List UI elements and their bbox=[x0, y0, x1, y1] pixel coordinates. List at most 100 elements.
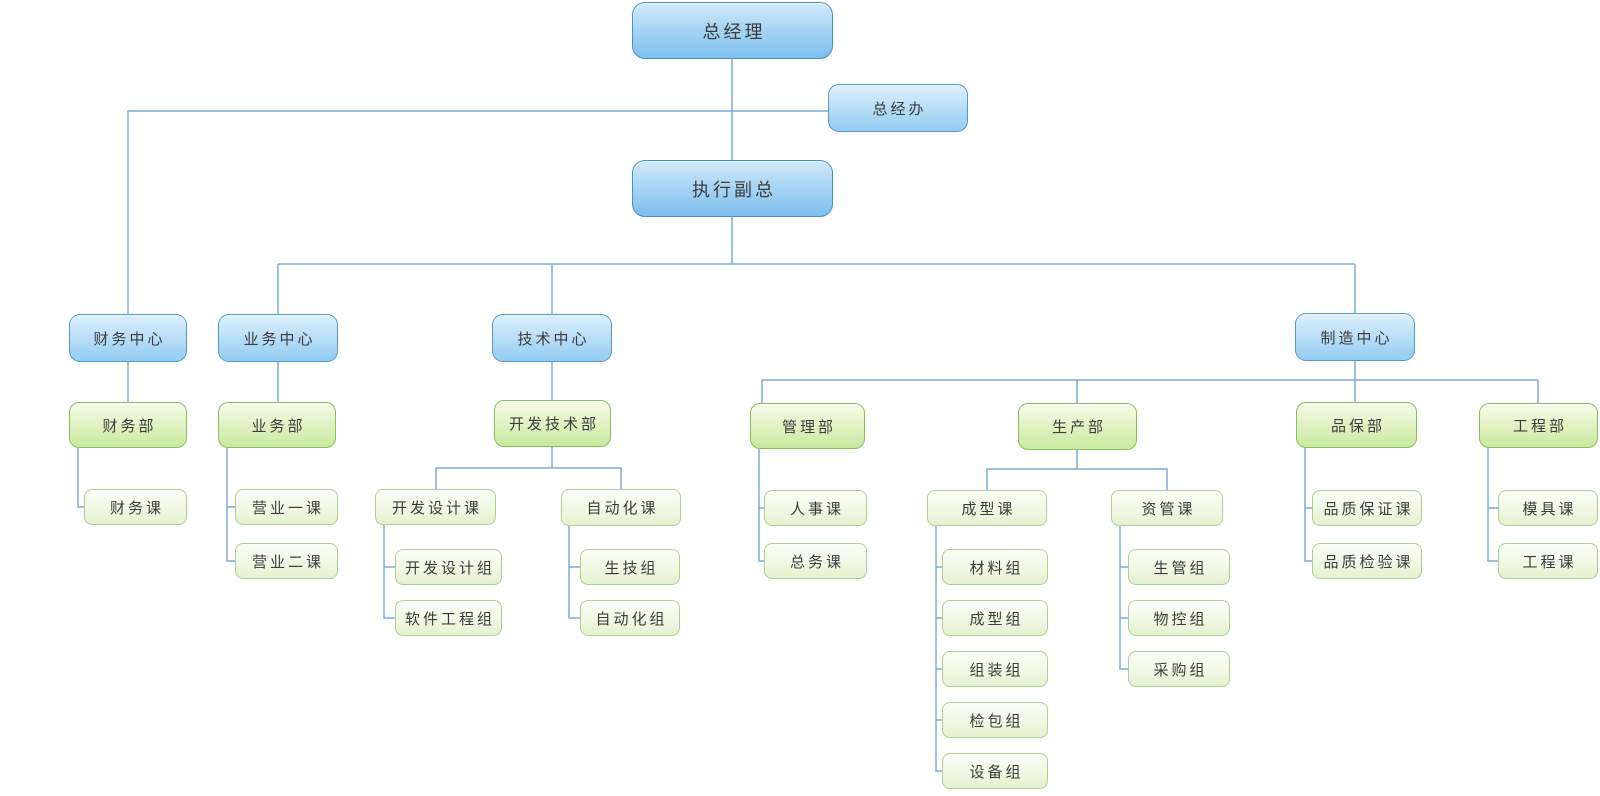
connector-line bbox=[1077, 468, 1168, 490]
node-resource-mgmt-section[interactable]: 资管课 bbox=[1111, 490, 1223, 526]
connector-line bbox=[552, 467, 622, 489]
connector-line bbox=[568, 526, 580, 568]
node-label-devdesign-group: 开发设计组 bbox=[404, 559, 495, 577]
node-label-qa-dept: 品保部 bbox=[1330, 417, 1385, 435]
node-engineering-section[interactable]: 工程课 bbox=[1498, 543, 1598, 579]
node-label-ceo: 总经理 bbox=[702, 21, 766, 42]
node-automation-group[interactable]: 自动化组 bbox=[580, 600, 680, 636]
node-label-gm-office: 总经办 bbox=[872, 100, 927, 118]
node-mfg-center[interactable]: 制造中心 bbox=[1295, 313, 1415, 361]
node-label-finance-dept: 财务部 bbox=[102, 417, 157, 435]
node-engineering-dept[interactable]: 工程部 bbox=[1479, 403, 1598, 448]
node-sales-section-1[interactable]: 营业一课 bbox=[235, 489, 338, 525]
node-finance-dept[interactable]: 财务部 bbox=[69, 402, 187, 448]
node-qa-dept[interactable]: 品保部 bbox=[1296, 402, 1417, 448]
connector-line bbox=[1487, 448, 1498, 509]
connector-line bbox=[1119, 526, 1128, 568]
node-label-quality-inspection-section: 品质检验课 bbox=[1323, 553, 1414, 571]
node-label-prodtech-group: 生技组 bbox=[604, 559, 659, 577]
node-devtech-dept[interactable]: 开发技术部 bbox=[494, 400, 611, 447]
node-hr-section[interactable]: 人事课 bbox=[764, 490, 867, 526]
node-general-affairs-section[interactable]: 总务课 bbox=[764, 543, 867, 579]
connector-line bbox=[1119, 567, 1128, 619]
node-label-software-eng-group: 软件工程组 bbox=[404, 610, 495, 628]
connector-line bbox=[435, 447, 553, 489]
connector-line bbox=[935, 720, 942, 772]
node-label-finance-section: 财务课 bbox=[109, 499, 164, 517]
node-label-inspect-pack-group: 检包组 bbox=[969, 712, 1024, 730]
node-prodtech-group[interactable]: 生技组 bbox=[580, 549, 680, 585]
connector-line bbox=[127, 110, 828, 314]
connector-line bbox=[383, 525, 395, 568]
connector-line bbox=[1487, 508, 1498, 562]
node-label-molding-section: 成型课 bbox=[961, 500, 1016, 518]
node-devdesign-group[interactable]: 开发设计组 bbox=[395, 549, 502, 585]
node-ceo[interactable]: 总经理 bbox=[632, 2, 833, 59]
node-software-eng-group[interactable]: 软件工程组 bbox=[395, 600, 502, 636]
connector-line bbox=[986, 450, 1078, 490]
connector-line bbox=[77, 448, 84, 508]
node-assembly-group[interactable]: 组装组 bbox=[942, 651, 1048, 687]
node-quality-inspection-section[interactable]: 品质检验课 bbox=[1312, 543, 1422, 579]
node-business-dept[interactable]: 业务部 bbox=[218, 402, 336, 448]
node-label-purchasing-group: 采购组 bbox=[1153, 661, 1208, 679]
connector-line bbox=[383, 567, 395, 619]
node-label-equipment-group: 设备组 bbox=[969, 763, 1024, 781]
connector-line bbox=[226, 448, 235, 508]
node-devdesign-section[interactable]: 开发设计课 bbox=[375, 489, 496, 525]
node-material-group[interactable]: 材料组 bbox=[942, 549, 1048, 585]
node-business-center[interactable]: 业务中心 bbox=[218, 314, 338, 362]
node-sales-section-2[interactable]: 营业二课 bbox=[235, 543, 338, 579]
node-production-dept[interactable]: 生产部 bbox=[1018, 403, 1137, 450]
node-admin-dept[interactable]: 管理部 bbox=[750, 403, 865, 449]
node-label-quality-assurance-section: 品质保证课 bbox=[1323, 500, 1414, 518]
connector-line bbox=[758, 508, 764, 562]
node-label-material-control-group: 物控组 bbox=[1153, 610, 1208, 628]
node-material-control-group[interactable]: 物控组 bbox=[1128, 600, 1230, 636]
node-label-finance-center: 财务中心 bbox=[93, 330, 166, 348]
node-purchasing-group[interactable]: 采购组 bbox=[1128, 651, 1230, 687]
node-inspect-pack-group[interactable]: 检包组 bbox=[942, 702, 1048, 738]
node-label-material-group: 材料组 bbox=[969, 559, 1024, 577]
node-molding-group[interactable]: 成型组 bbox=[942, 600, 1048, 636]
node-label-production-dept: 生产部 bbox=[1051, 419, 1106, 436]
node-label-admin-dept: 管理部 bbox=[781, 418, 836, 436]
node-label-exec-vp: 执行副总 bbox=[692, 179, 776, 200]
node-quality-assurance-section[interactable]: 品质保证课 bbox=[1312, 490, 1422, 526]
node-label-business-center: 业务中心 bbox=[243, 330, 316, 348]
node-label-engineering-dept: 工程部 bbox=[1512, 418, 1567, 435]
node-equipment-group[interactable]: 设备组 bbox=[942, 753, 1048, 789]
node-label-hr-section: 人事课 bbox=[789, 500, 844, 518]
node-label-assembly-group: 组装组 bbox=[969, 661, 1024, 679]
node-label-mfg-center: 制造中心 bbox=[1320, 329, 1393, 347]
node-label-mold-section: 模具课 bbox=[1522, 500, 1577, 518]
node-tech-center[interactable]: 技术中心 bbox=[492, 314, 612, 362]
connector-line bbox=[1119, 618, 1128, 670]
connector-line bbox=[568, 567, 580, 619]
node-exec-vp[interactable]: 执行副总 bbox=[632, 160, 833, 217]
connector-line bbox=[1304, 448, 1312, 509]
node-label-business-dept: 业务部 bbox=[251, 417, 306, 435]
node-label-automation-section: 自动化课 bbox=[586, 500, 659, 517]
node-label-devtech-dept: 开发技术部 bbox=[508, 416, 599, 433]
node-finance-center[interactable]: 财务中心 bbox=[69, 314, 187, 362]
node-prod-mgmt-group[interactable]: 生管组 bbox=[1128, 549, 1230, 585]
node-label-sales-section-2: 营业二课 bbox=[251, 553, 324, 571]
node-molding-section[interactable]: 成型课 bbox=[927, 490, 1047, 526]
node-label-engineering-section: 工程课 bbox=[1522, 553, 1577, 571]
connector-line bbox=[226, 507, 235, 562]
node-automation-section[interactable]: 自动化课 bbox=[561, 489, 681, 526]
node-mold-section[interactable]: 模具课 bbox=[1498, 490, 1598, 526]
node-gm-office[interactable]: 总经办 bbox=[828, 84, 968, 132]
node-label-molding-group: 成型组 bbox=[969, 610, 1024, 628]
node-label-general-affairs-section: 总务课 bbox=[789, 553, 844, 571]
node-label-devdesign-section: 开发设计课 bbox=[391, 499, 482, 517]
node-label-sales-section-1: 营业一课 bbox=[251, 499, 324, 517]
node-label-prod-mgmt-group: 生管组 bbox=[1153, 559, 1208, 577]
node-label-tech-center: 技术中心 bbox=[517, 330, 590, 348]
node-label-resource-mgmt-section: 资管课 bbox=[1141, 500, 1196, 518]
connector-line bbox=[1304, 508, 1312, 562]
node-finance-section[interactable]: 财务课 bbox=[84, 489, 187, 525]
